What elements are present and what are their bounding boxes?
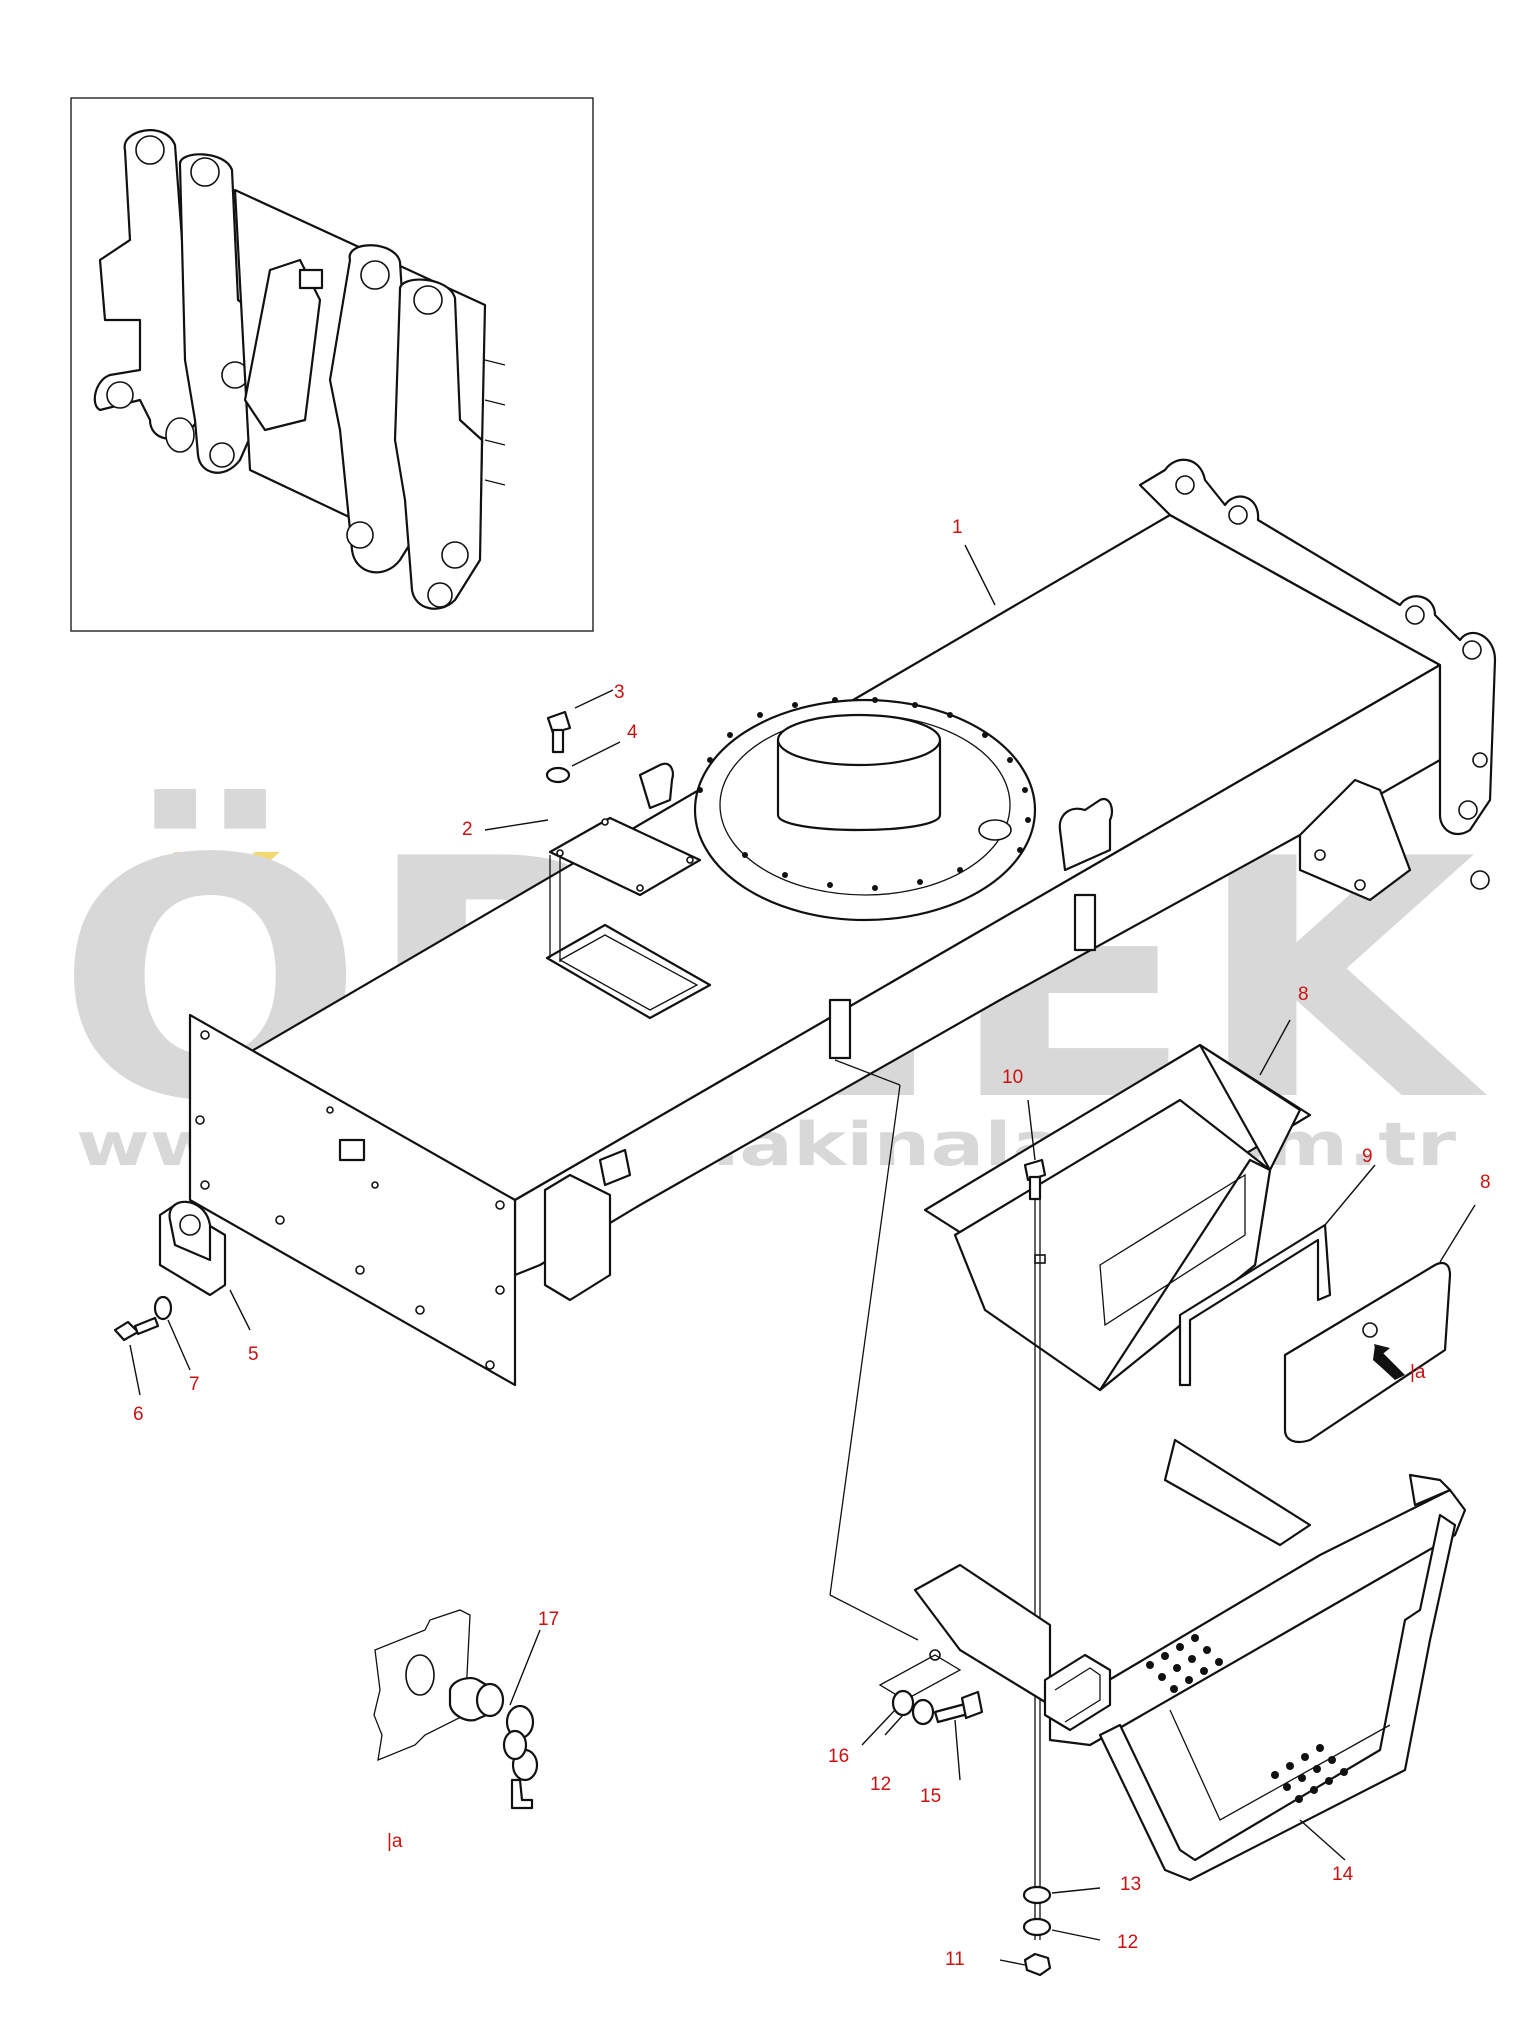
callout-8-upper: 8 xyxy=(1298,984,1309,1005)
callout-13: 13 xyxy=(1120,1874,1141,1895)
callout-10: 10 xyxy=(1002,1067,1023,1088)
washer-4 xyxy=(545,766,571,784)
callout-15: 15 xyxy=(920,1786,941,1807)
callout-11: 11 xyxy=(945,1949,965,1970)
tow-bracket-5 xyxy=(158,1200,227,1297)
callout-8-lower: 8 xyxy=(1480,1172,1491,1193)
callout-2: 2 xyxy=(462,819,473,840)
callouts: 1 2 3 4 5 6 7 8 8 9 10 11 12 13 14 15 16… xyxy=(133,517,1491,1970)
washer-12-lower xyxy=(1022,1917,1052,1937)
tool-box xyxy=(923,1043,1312,1392)
callout-12-lower: 12 xyxy=(1117,1932,1138,1953)
step-dots-upper xyxy=(1146,1634,1223,1693)
lid-8 xyxy=(1283,1261,1452,1444)
callout-1: 1 xyxy=(952,517,963,538)
reference-a-plate: |a xyxy=(1410,1362,1426,1383)
inset-center-web xyxy=(243,258,322,432)
callout-14: 14 xyxy=(1332,1864,1354,1885)
washer-16 xyxy=(891,1689,915,1717)
cover-plate xyxy=(548,816,702,962)
seal-9 xyxy=(1178,1223,1332,1387)
bolt-10 xyxy=(1023,1158,1047,1201)
step-dots-lower xyxy=(1271,1744,1348,1803)
bolt-6 xyxy=(113,1316,160,1342)
frame-rear-pivots xyxy=(1138,458,1497,836)
inset-detail xyxy=(70,97,594,632)
bolt-3 xyxy=(546,710,572,754)
watermark-accent-right xyxy=(220,852,280,880)
step-assembly xyxy=(913,1438,1467,1882)
callout-17: 17 xyxy=(538,1609,559,1630)
watermark-accent-left xyxy=(140,852,200,880)
inset-bracket-left xyxy=(93,129,267,474)
callout-5: 5 xyxy=(248,1344,259,1365)
callout-9: 9 xyxy=(1362,1146,1373,1167)
frame-front-plate xyxy=(188,1013,517,1387)
nut-11 xyxy=(1023,1952,1052,1977)
inset-bracket-right xyxy=(328,244,484,610)
callout-16: 16 xyxy=(828,1746,849,1767)
callout-3: 3 xyxy=(614,682,625,703)
callout-7: 7 xyxy=(189,1374,200,1395)
callout-12-upper: 12 xyxy=(870,1774,891,1795)
callout-4: 4 xyxy=(627,722,638,743)
washer-7 xyxy=(153,1295,173,1321)
inset-frame xyxy=(70,97,594,632)
reference-a-key: |a xyxy=(387,1831,403,1852)
callout-6: 6 xyxy=(133,1404,144,1425)
washer-13 xyxy=(1022,1885,1052,1905)
lock-detail xyxy=(373,1609,539,1810)
washer-12-upper xyxy=(911,1698,935,1726)
frame-rear-gusset xyxy=(1298,778,1412,902)
leader-lines xyxy=(129,544,1476,1966)
main-frame xyxy=(188,458,1497,1387)
washer-16-plate xyxy=(878,1654,962,1701)
slewing-ring xyxy=(693,697,1037,922)
bolt-15 xyxy=(933,1690,984,1724)
